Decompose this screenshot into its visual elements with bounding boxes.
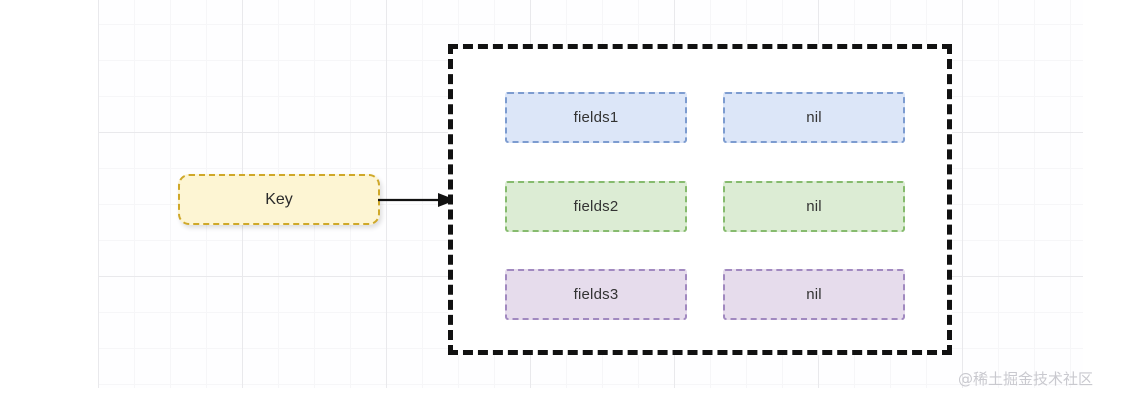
field-row: fields3 nil	[505, 269, 905, 320]
value-cell-label: nil	[806, 198, 822, 215]
key-node-label: Key	[265, 190, 293, 208]
value-cell-3[interactable]: nil	[723, 269, 905, 320]
key-to-container-arrow	[378, 193, 456, 207]
value-cell-label: nil	[806, 286, 822, 303]
field-cell-label: fields1	[573, 109, 619, 126]
field-cell-3[interactable]: fields3	[505, 269, 687, 320]
key-node[interactable]: Key	[178, 174, 380, 225]
field-row: fields1 nil	[505, 92, 905, 143]
field-cell-1[interactable]: fields1	[505, 92, 687, 143]
field-cell-label: fields2	[573, 198, 619, 215]
value-cell-2[interactable]: nil	[723, 181, 905, 232]
value-cell-1[interactable]: nil	[723, 92, 905, 143]
fields-container: fields1 nil fields2 nil fields3 nil	[448, 44, 952, 355]
field-cell-2[interactable]: fields2	[505, 181, 687, 232]
field-row: fields2 nil	[505, 181, 905, 232]
watermark: @稀土掘金技术社区	[958, 370, 1094, 388]
field-cell-label: fields3	[573, 286, 619, 303]
value-cell-label: nil	[806, 109, 822, 126]
